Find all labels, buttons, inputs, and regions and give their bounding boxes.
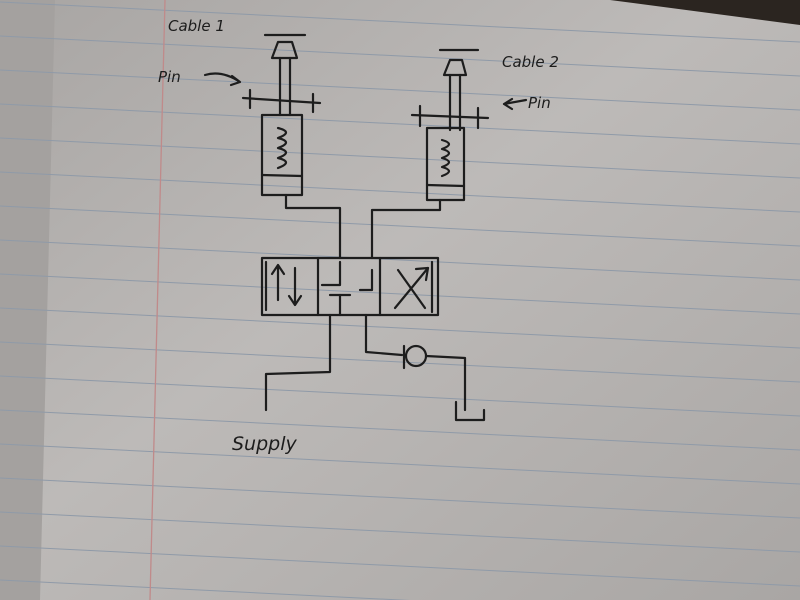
pin-right-arrow-icon [502, 97, 528, 111]
ruled-line [0, 205, 800, 247]
supply-and-return-lines [264, 313, 486, 422]
ruled-line [0, 477, 800, 519]
left-page-edge [0, 0, 55, 600]
ruled-line [0, 375, 800, 417]
ruled-line [0, 443, 800, 485]
ruled-line [0, 341, 800, 383]
cable-2-label: Cable 2 [502, 53, 559, 71]
ruled-line [0, 35, 800, 77]
ruled-line [0, 273, 800, 315]
ruled-line [0, 69, 800, 111]
pin-right-label: Pin [528, 94, 551, 112]
ruled-line [0, 545, 800, 587]
ruled-line [0, 239, 800, 281]
ruled-line [0, 409, 800, 451]
ruled-line [0, 103, 800, 145]
ruled-line [0, 511, 800, 553]
supply-label: Supply [232, 433, 298, 455]
pin-left-arrow-icon [203, 72, 242, 87]
cable-1-label: Cable 1 [168, 17, 225, 35]
ruled-line [0, 1, 800, 43]
ruled-line [0, 137, 800, 179]
ruled-line [0, 171, 800, 213]
cable-1-actuator [241, 33, 342, 260]
cable-2-actuator [370, 48, 490, 260]
pin-left-label: Pin [158, 68, 181, 86]
directional-control-valve [260, 256, 440, 317]
margin-line [149, 0, 166, 600]
ruled-line [0, 307, 800, 349]
ruled-line [0, 579, 411, 600]
